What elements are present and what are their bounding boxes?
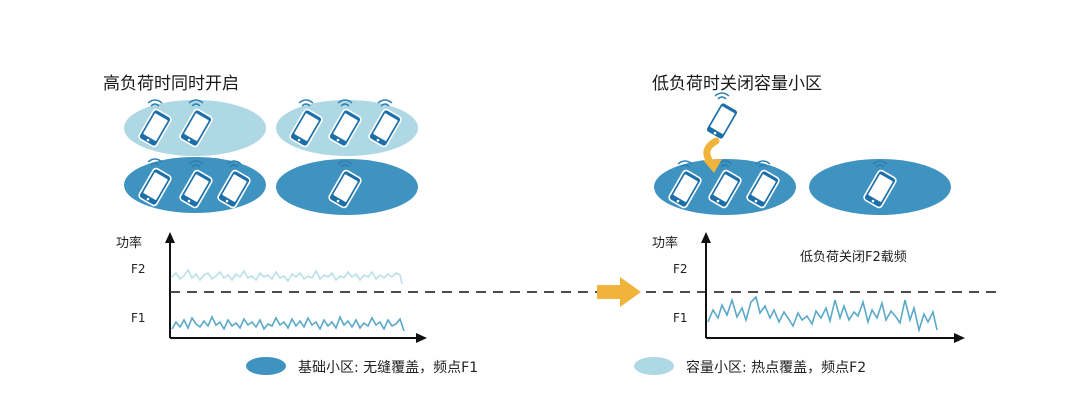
right-panel-note: 低负荷关闭F2载频: [800, 250, 907, 265]
smartphone-icon: [704, 92, 740, 142]
f1-signal-line: [171, 314, 405, 332]
curved-arrow-icon: [703, 137, 722, 173]
left-power-chart: [165, 232, 427, 343]
f1-signal-line: [707, 295, 938, 334]
legend-capacity-cell-label: 容量小区: 热点覆盖，频点F2: [686, 360, 867, 376]
legend-capacity-cell-swatch: [634, 357, 674, 375]
f2-signal-line: [171, 268, 403, 285]
right-tick-f1: F1: [673, 311, 688, 325]
legend-base-cell-label: 基础小区: 无缝覆盖，频点F1: [298, 360, 479, 376]
left-tick-f2: F2: [131, 262, 146, 276]
right-panel-title: 低负荷时关闭容量小区: [652, 74, 822, 94]
right-power-chart: [701, 232, 965, 343]
right-arrow-icon: [597, 277, 641, 307]
right-y-axis-label: 功率: [652, 236, 679, 251]
legend-base-cell-swatch: [246, 357, 286, 375]
left-tick-f1: F1: [131, 311, 146, 325]
left-y-axis-label: 功率: [116, 236, 143, 251]
left-panel-title: 高负荷时同时开启: [103, 74, 239, 94]
right-tick-f2: F2: [673, 262, 688, 276]
